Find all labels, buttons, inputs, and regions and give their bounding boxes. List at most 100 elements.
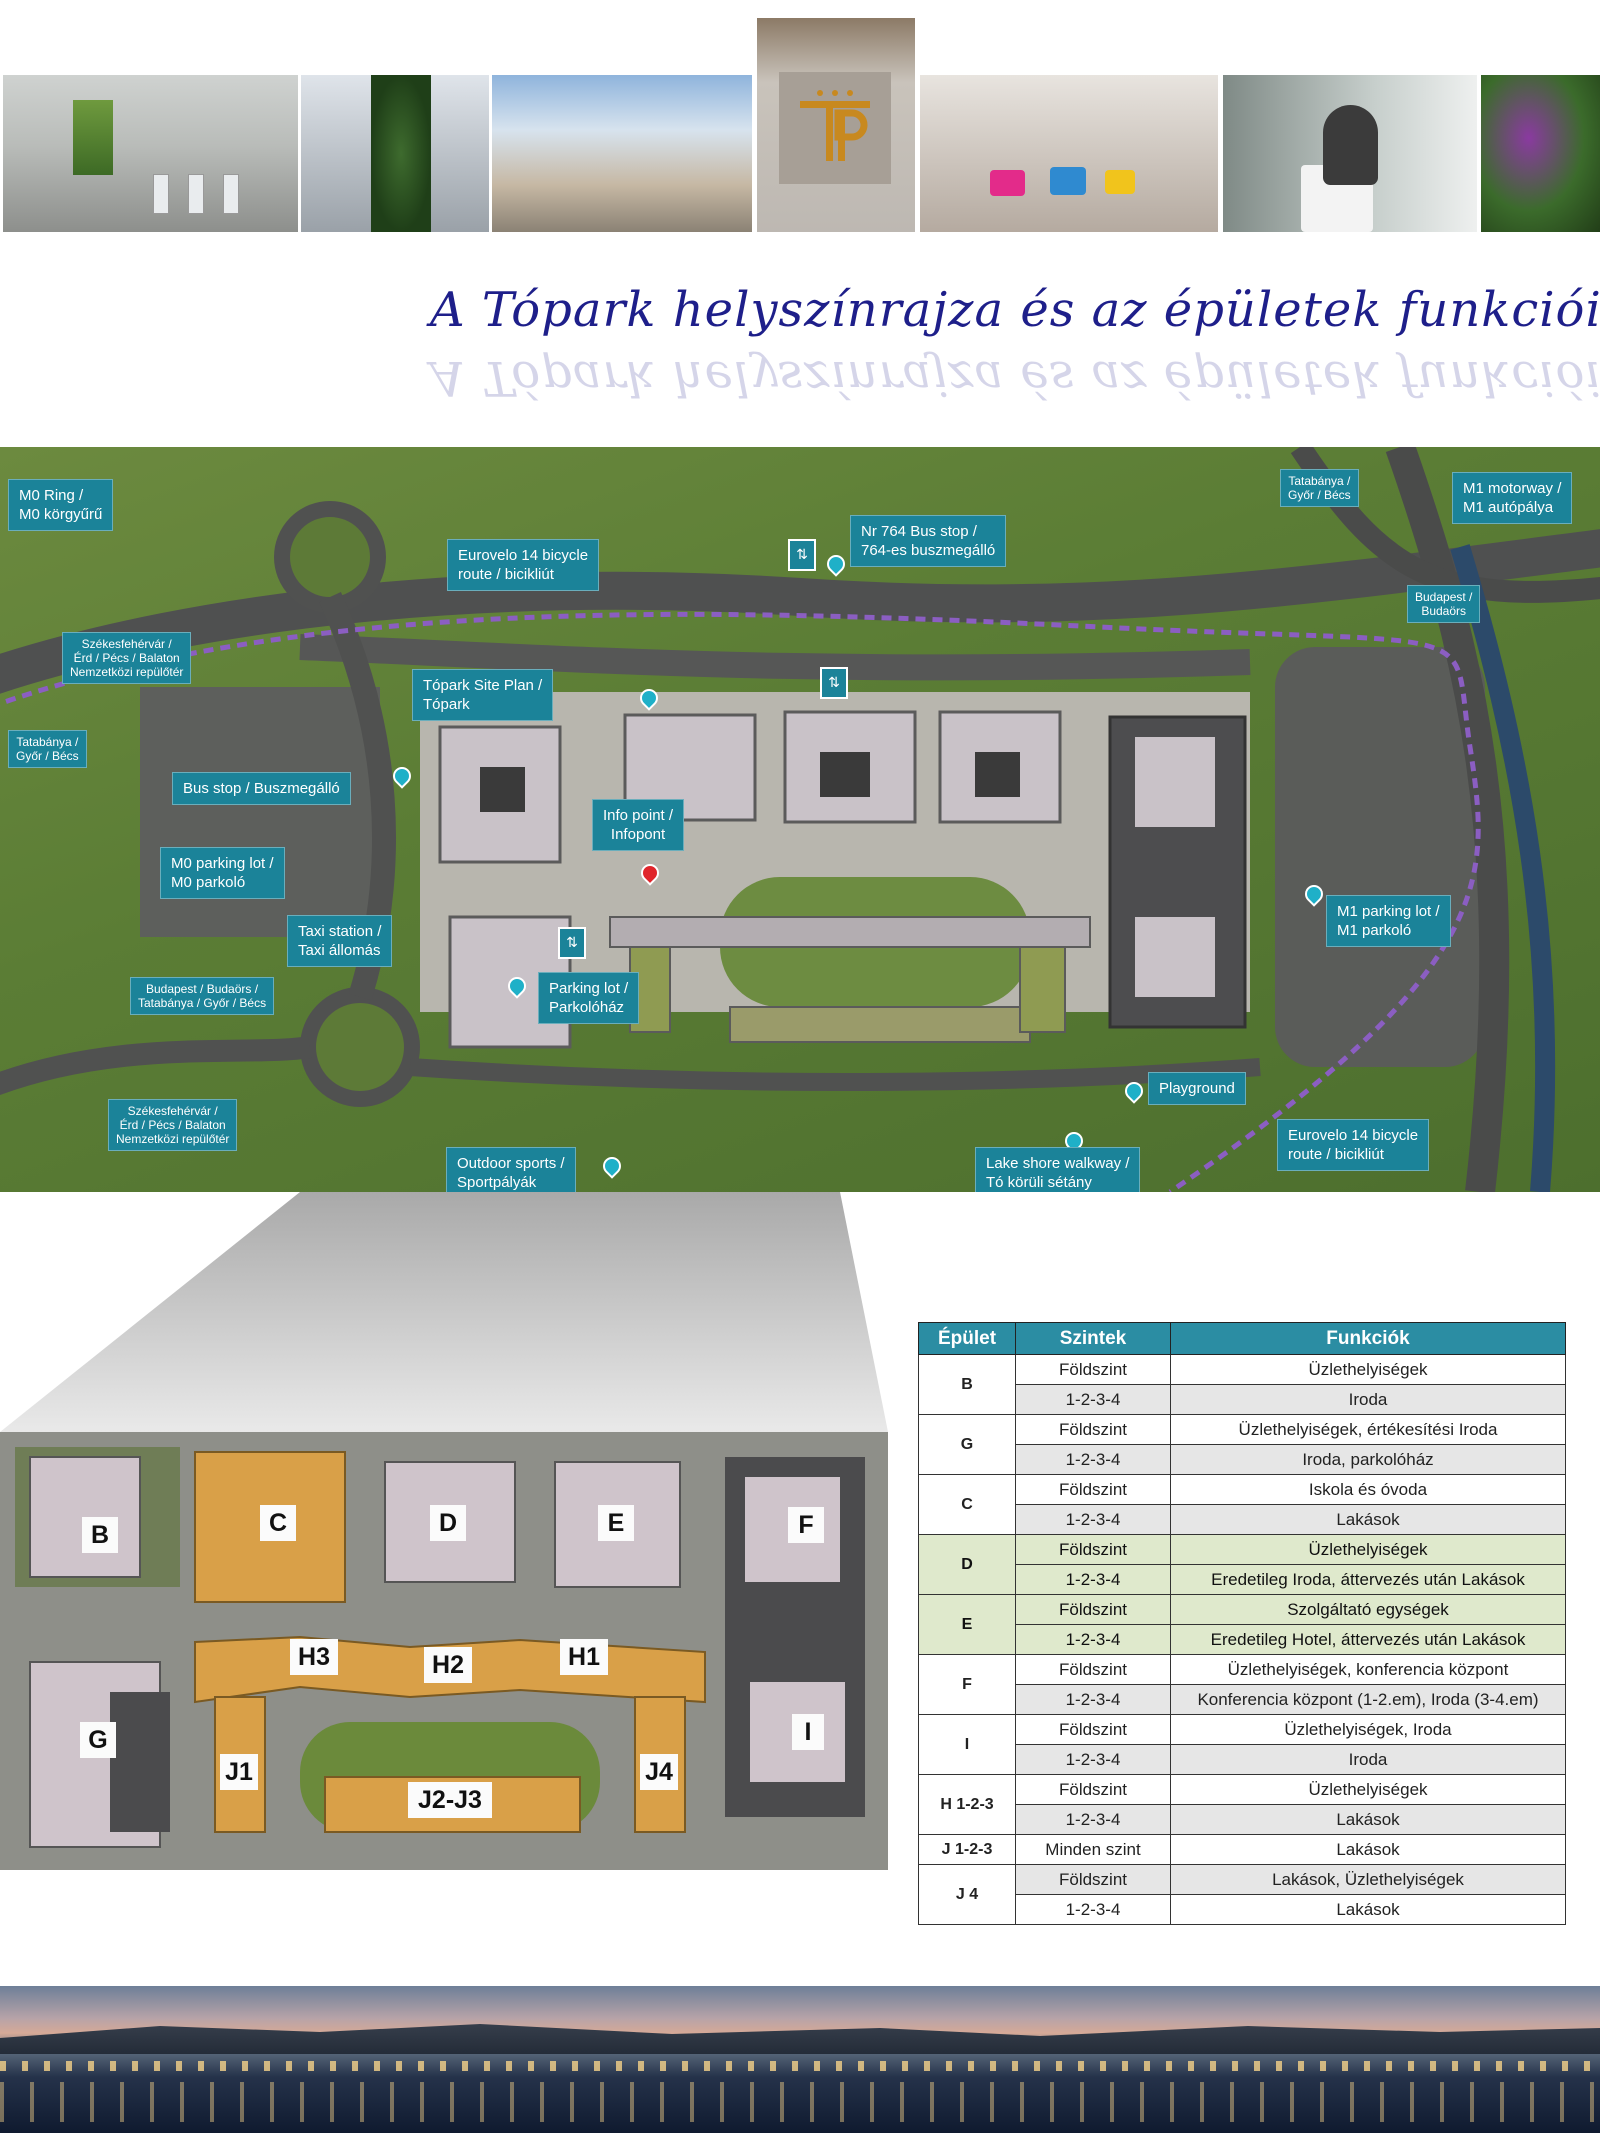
parking-house-icon: ⇅ xyxy=(558,927,586,959)
cell-level: 1-2-3-4 xyxy=(1015,1624,1171,1655)
cell-level: Földszint xyxy=(1015,1774,1171,1805)
cell-level: Földszint xyxy=(1015,1354,1171,1385)
building-label-j4: J4 xyxy=(640,1754,678,1790)
cell-level: Földszint xyxy=(1015,1864,1171,1895)
label-outdoor-sports: Outdoor sports / Sportpályák xyxy=(446,1147,576,1192)
label-tatabanya-left: Tatabánya / Győr / Bécs xyxy=(8,730,87,768)
cell-level: 1-2-3-4 xyxy=(1015,1804,1171,1835)
building-label-i: I xyxy=(792,1714,824,1750)
label-eurovelo-bottom: Eurovelo 14 bicycle route / bicikliút xyxy=(1277,1119,1430,1171)
cell-function: Üzlethelyiségek, értékesítési Iroda xyxy=(1170,1414,1566,1445)
cell-function: Konferencia központ (1-2.em), Iroda (3-4… xyxy=(1170,1684,1566,1715)
cell-function: Iroda xyxy=(1170,1384,1566,1415)
label-lake-shore: Lake shore walkway / Tó körüli sétány xyxy=(975,1147,1141,1192)
label-m0-ring: M0 Ring / M0 körgyűrű xyxy=(8,479,114,531)
building-label-d: D xyxy=(430,1505,466,1541)
page-title: A Tópark helyszínrajza és az épületek fu… xyxy=(430,282,1600,338)
cell-building: C xyxy=(918,1474,1016,1535)
lake-panorama-photo xyxy=(0,1986,1600,2133)
cell-building: G xyxy=(918,1414,1016,1475)
cell-level: Földszint xyxy=(1015,1594,1171,1625)
cell-level: Földszint xyxy=(1015,1654,1171,1685)
cell-level: 1-2-3-4 xyxy=(1015,1744,1171,1775)
cell-building: B xyxy=(918,1354,1016,1415)
building-label-j1: J1 xyxy=(220,1754,258,1790)
table-header-row: Épület Szintek Funkciók xyxy=(918,1322,1566,1355)
cell-level: Földszint xyxy=(1015,1534,1171,1565)
label-playground: Playground xyxy=(1148,1072,1246,1105)
cell-level: 1-2-3-4 xyxy=(1015,1384,1171,1415)
cell-building: J 1-2-3 xyxy=(918,1834,1016,1865)
cell-level: 1-2-3-4 xyxy=(1015,1504,1171,1535)
parking-icon: ⇅ xyxy=(820,667,848,699)
building-label-b: B xyxy=(82,1517,118,1553)
building-label-e: E xyxy=(598,1505,634,1541)
cell-function: Iroda, parkolóház xyxy=(1170,1444,1566,1475)
cell-function: Lakások xyxy=(1170,1834,1566,1865)
cell-level: Földszint xyxy=(1015,1414,1171,1445)
cell-building: I xyxy=(918,1714,1016,1775)
label-budapest-left: Budapest / Budaörs / Tatabánya / Győr / … xyxy=(130,977,275,1015)
building-label-h2: H2 xyxy=(424,1647,472,1683)
blue-chair xyxy=(1050,167,1086,195)
label-budapest-budaors-right: Budapest / Budaörs xyxy=(1407,585,1481,623)
cell-function: Üzlethelyiségek xyxy=(1170,1354,1566,1385)
cell-function: Iroda xyxy=(1170,1744,1566,1775)
header-functions: Funkciók xyxy=(1170,1322,1566,1355)
cell-level: Földszint xyxy=(1015,1474,1171,1505)
label-parking-house: Parking lot / Parkolóház xyxy=(538,972,640,1024)
building-lights xyxy=(0,2061,1600,2071)
page-title-reflection: A Tópark helyszínrajza és az épületek fu… xyxy=(430,350,1600,406)
label-bus-stop: Bus stop / Buszmegálló xyxy=(172,772,351,805)
cell-function: Lakások, Üzlethelyiségek xyxy=(1170,1864,1566,1895)
building-label-j2-j3: J2-J3 xyxy=(408,1782,492,1818)
building-detail-map: B C D E F H3 H2 H1 G J1 J2-J3 J4 I xyxy=(0,1432,888,1870)
building-tree-photo xyxy=(301,75,489,232)
turnstile xyxy=(223,174,239,214)
building-label-g: G xyxy=(80,1722,116,1758)
label-bus-764: Nr 764 Bus stop / 764-es buszmegálló xyxy=(850,515,1007,567)
hills-silhouette xyxy=(0,2024,1600,2054)
turnstile xyxy=(188,174,204,214)
topark-logo xyxy=(779,72,891,184)
building-label-h3: H3 xyxy=(290,1639,338,1675)
cell-function: Üzlethelyiségek, Iroda xyxy=(1170,1714,1566,1745)
logo-photo xyxy=(757,18,915,232)
cell-level: Földszint xyxy=(1015,1714,1171,1745)
turnstile xyxy=(153,174,169,214)
label-m0-parking: M0 parking lot / M0 parkoló xyxy=(160,847,285,899)
cell-function: Üzlethelyiségek xyxy=(1170,1774,1566,1805)
header-levels: Szintek xyxy=(1015,1322,1171,1355)
header-building: Épület xyxy=(918,1322,1016,1355)
label-szekesfehervar-bottom: Székesfehérvár / Érd / Pécs / Balaton Ne… xyxy=(108,1099,238,1151)
cell-function: Üzlethelyiségek xyxy=(1170,1534,1566,1565)
building-label-c: C xyxy=(260,1505,296,1541)
label-szekesfehervar-top: Székesfehérvár / Érd / Pécs / Balaton Ne… xyxy=(62,632,192,684)
green-wall xyxy=(73,100,113,175)
cell-function: Üzlethelyiségek, konferencia központ xyxy=(1170,1654,1566,1685)
cell-function: Iskola és óvoda xyxy=(1170,1474,1566,1505)
tree xyxy=(371,75,431,232)
cell-level: 1-2-3-4 xyxy=(1015,1684,1171,1715)
label-eurovelo-top: Eurovelo 14 bicycle route / bicikliút xyxy=(447,539,600,591)
building-label-h1: H1 xyxy=(560,1639,608,1675)
label-m1-motorway: M1 motorway / M1 autópálya xyxy=(1452,472,1573,524)
cell-function: Lakások xyxy=(1170,1894,1566,1925)
aerial-site-map: M0 Ring / M0 körgyűrű Eurovelo 14 bicycl… xyxy=(0,447,1600,1192)
frog-statue-photo xyxy=(1223,75,1477,232)
cell-building: E xyxy=(918,1594,1016,1655)
tp-logo-icon xyxy=(800,90,870,161)
